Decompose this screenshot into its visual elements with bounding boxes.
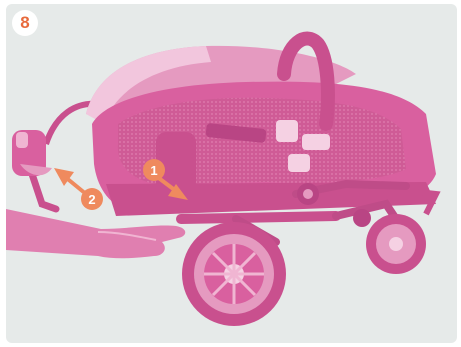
stroller-folding-illustration [6,4,457,343]
marker-2: 2 [81,188,103,210]
instruction-panel: 8 1 2 [6,4,457,343]
hand [6,209,185,258]
rear-wheel [182,222,286,326]
step-number-badge: 8 [12,10,38,36]
marker-1: 1 [143,159,165,181]
